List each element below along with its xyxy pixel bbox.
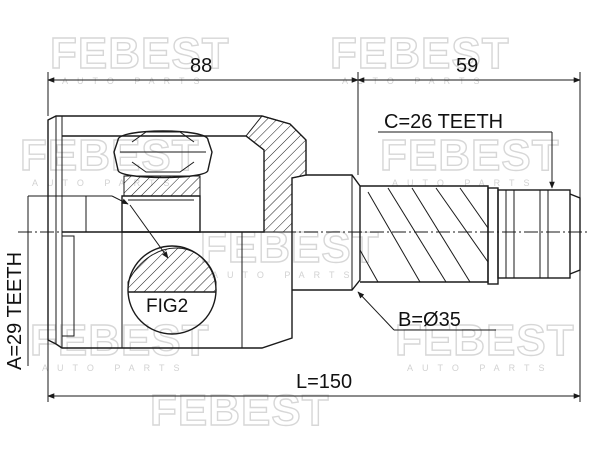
watermark-brand: FEBEST [395, 316, 575, 365]
dim-body-length: 88 [47, 55, 359, 175]
dim-150-label: L=150 [296, 371, 352, 393]
watermark-brand: FEBEST [20, 131, 200, 180]
dim-total-length: L=150 [47, 270, 581, 402]
output-shaft [292, 174, 581, 291]
dim-88-label: 88 [190, 55, 212, 77]
watermark-sub: AUTO PARTS [392, 178, 539, 188]
spline-detail: FIG2 [127, 204, 217, 335]
watermark-sub: AUTO PARTS [342, 76, 489, 86]
tripod-roller [113, 130, 213, 233]
inner-spline-callout: A=29 TEETH [4, 195, 129, 370]
watermark-sub: AUTO PARTS [407, 363, 554, 373]
watermark-brand: FEBEST [330, 29, 510, 78]
b-diameter-label: B=Ø35 [398, 309, 461, 331]
dim-59-label: 59 [456, 55, 478, 77]
c-teeth-label: C=26 TEETH [384, 111, 503, 133]
watermark-brand: FEBEST [380, 131, 560, 180]
dim-shaft-length: 59 [357, 55, 581, 198]
shaft-diameter-callout: B=Ø35 [357, 291, 496, 331]
watermark-brand: FEBEST [50, 29, 230, 78]
a-teeth-label: A=29 TEETH [4, 252, 26, 370]
watermark-sub: AUTO PARTS [212, 270, 359, 280]
watermark-brand: FEBEST [150, 386, 330, 435]
watermark-sub: AUTO PARTS [32, 178, 179, 188]
outer-spline-callout: C=26 TEETH [378, 111, 555, 189]
fig2-label: FIG2 [146, 296, 188, 317]
watermark-brand: FEBEST [30, 316, 210, 365]
watermark-sub: AUTO PARTS [42, 363, 189, 373]
watermark-sub: AUTO PARTS [62, 76, 209, 86]
